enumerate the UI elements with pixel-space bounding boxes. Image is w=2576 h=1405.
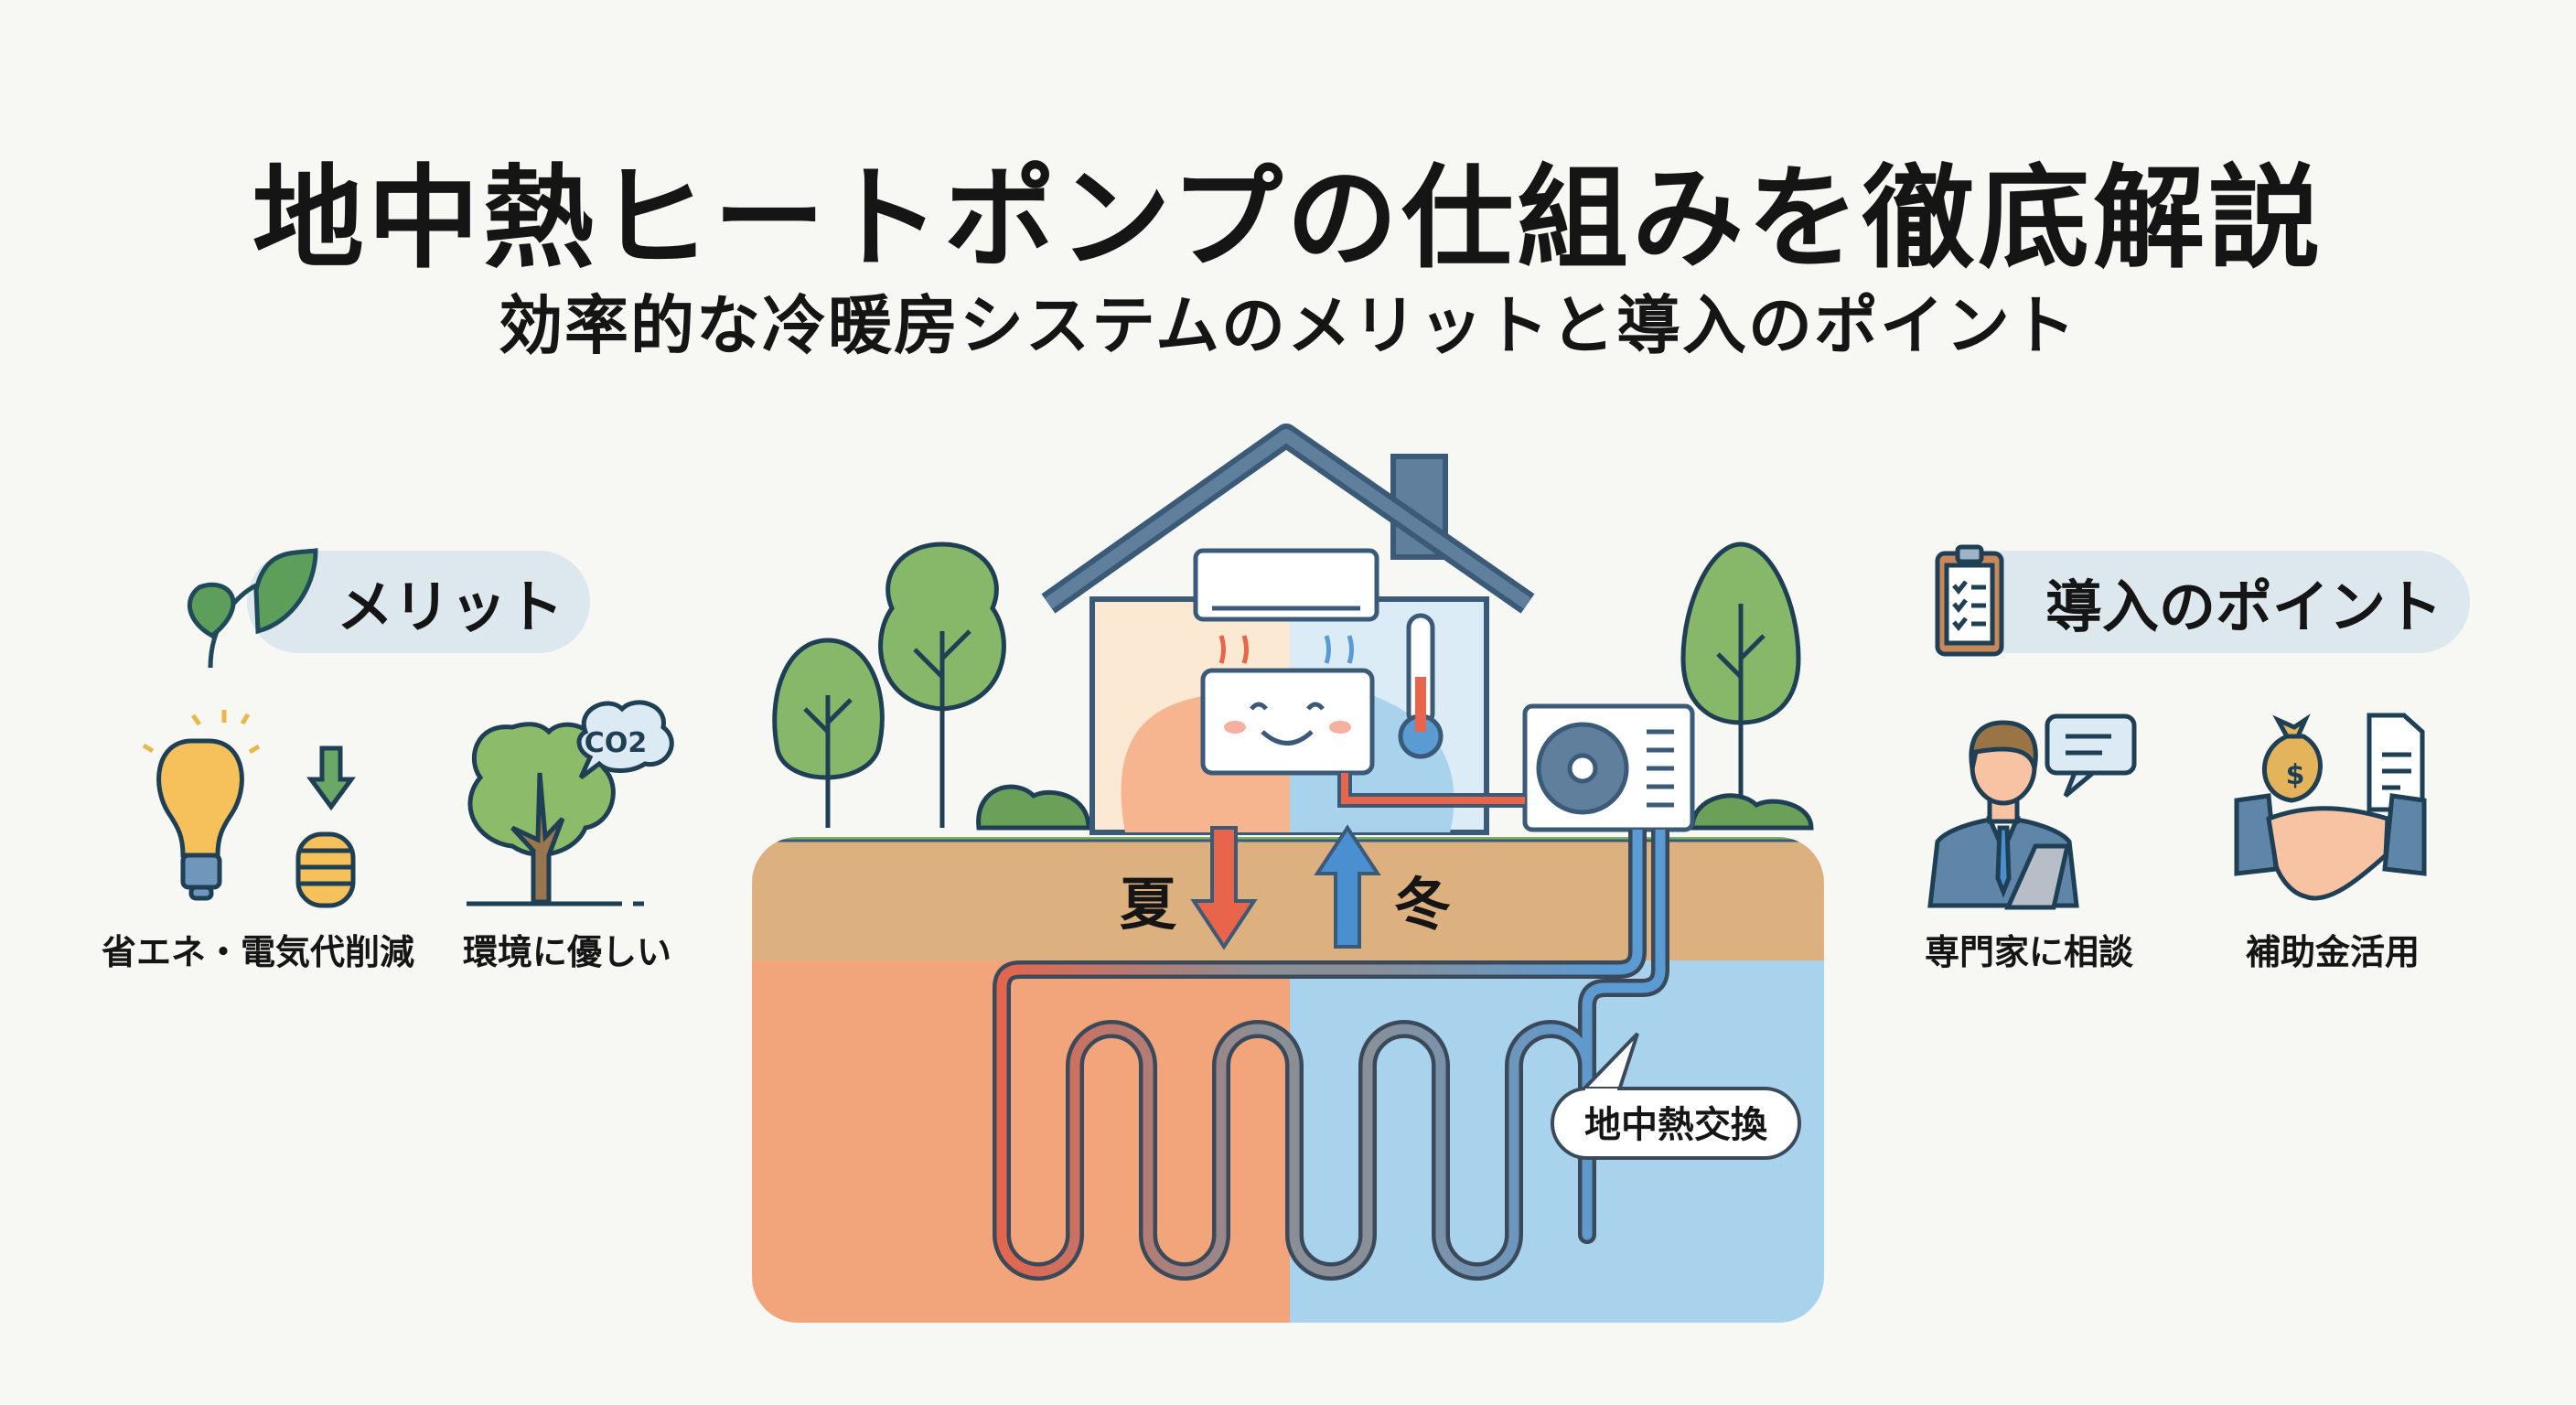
thermometer-icon (1398, 613, 1444, 759)
handshake-subsidy-icon: $ (2234, 713, 2427, 901)
light-rays-icon (142, 710, 261, 755)
winter-label: 冬 (1394, 871, 1451, 938)
co2-text: CO2 (585, 727, 647, 759)
air-conditioner-icon (1193, 548, 1379, 664)
tree-right-icon (1680, 542, 1814, 831)
merits-heading: メリット (247, 551, 590, 653)
page-title: 地中熱ヒートポンプの仕組みを徹底解説 (252, 154, 2324, 284)
trees-left-icon (772, 542, 1091, 831)
outdoor-unit-icon (1522, 703, 1695, 832)
merit-label-environment: 環境に優しい (462, 932, 671, 972)
ground-loop-pipe (993, 830, 1669, 1281)
consultant-icon (1927, 713, 2137, 910)
exchange-label: 地中熱交換 (1584, 1104, 1768, 1146)
page-subtitle: 効率的な冷暖房システムのメリットと導入のポイント (499, 288, 2077, 363)
house (1041, 424, 1535, 835)
merit-label-energy: 省エネ・電気代削減 (101, 932, 414, 972)
summer-label: 夏 (1120, 871, 1177, 938)
refrigerant-line (1337, 773, 1525, 808)
lightbulb-coins-icon (142, 710, 356, 908)
merits-heading-label: メリット (337, 574, 564, 640)
indoor-unit-smiley-icon (1200, 668, 1375, 776)
summer-down-arrow-icon (1190, 826, 1258, 950)
points-heading: 導入のポイント (1958, 551, 2470, 653)
ground-heat-exchange-callout: 地中熱交換 (1551, 1032, 1801, 1160)
tree-co2-icon: CO2 (467, 700, 674, 906)
point-label-consult: 専門家に相談 (1924, 932, 2133, 972)
ground-cross-section (752, 837, 1824, 1323)
dollar-sign-icon: $ (2286, 759, 2305, 791)
point-label-subsidy: 補助金活用 (2245, 932, 2420, 972)
points-heading-label: 導入のポイント (2045, 574, 2443, 640)
winter-up-arrow-icon (1314, 824, 1381, 949)
